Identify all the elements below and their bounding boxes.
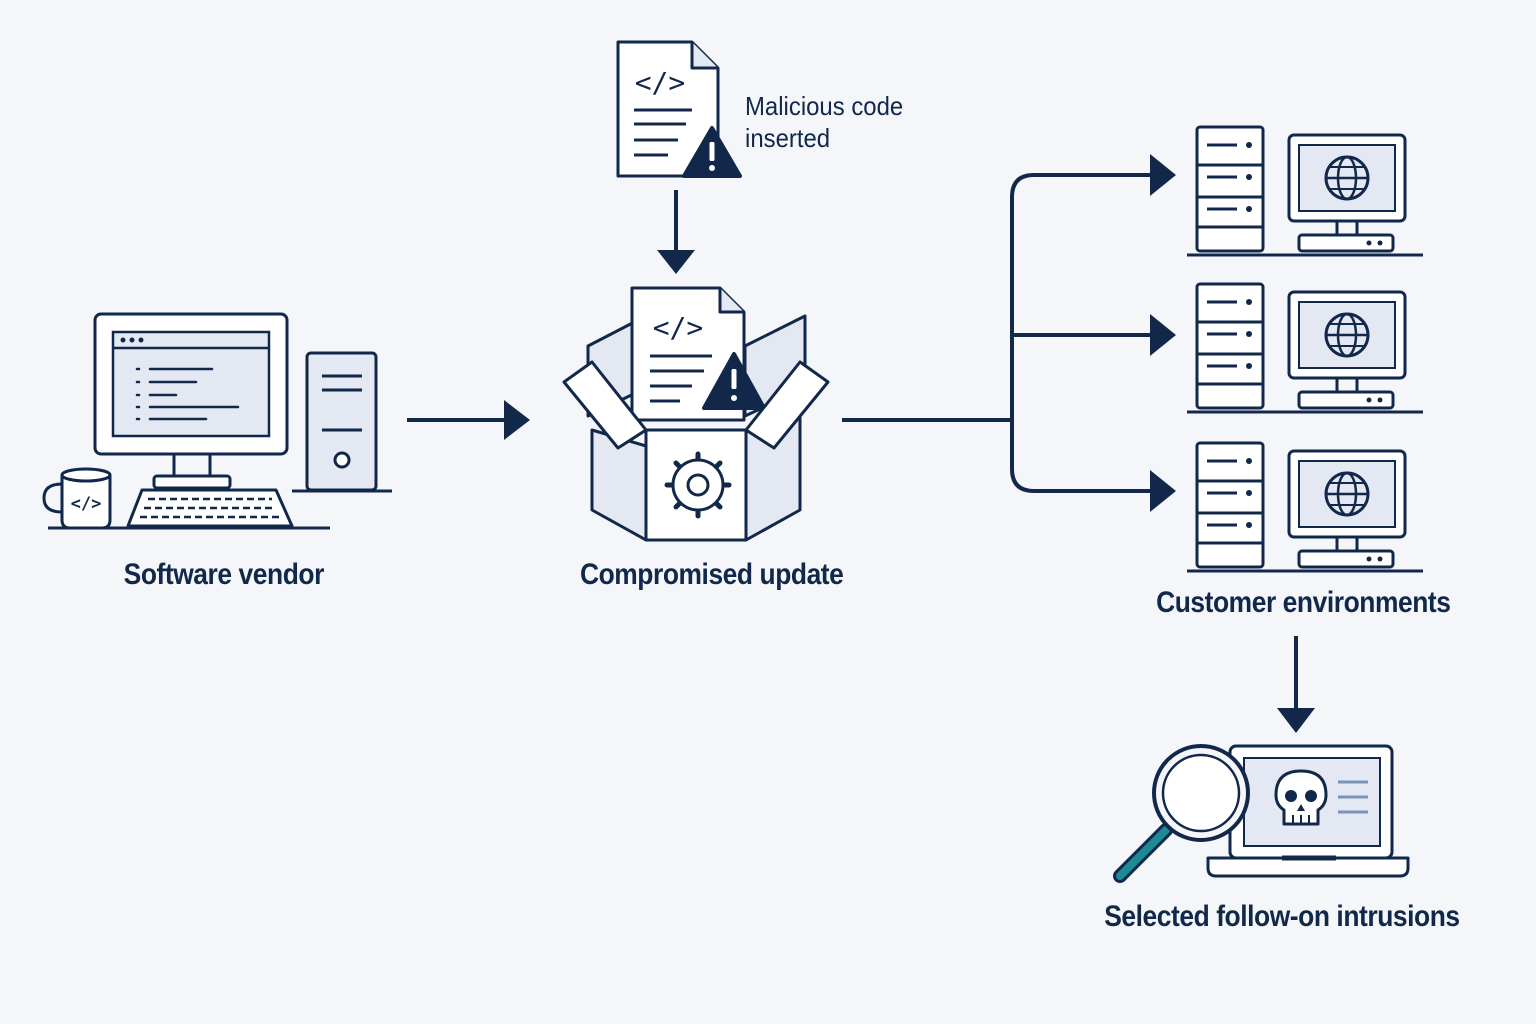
vendor-label: Software vendor <box>123 558 325 591</box>
malicious-note-line-2: inserted <box>745 123 831 153</box>
customers-label: Customer environments <box>1156 586 1451 619</box>
intrusion-laptop-icon <box>1113 744 1410 883</box>
update-package-icon: </> <box>562 286 830 542</box>
intrusions-label: Selected follow-on intrusions <box>1104 900 1460 933</box>
arrow-to-customer-2 <box>1150 314 1176 356</box>
svg-text:</>: </> <box>653 311 704 344</box>
malicious-code-file-icon: </> <box>616 40 742 178</box>
malicious-note: Malicious code inserted <box>745 90 903 154</box>
arrow-malicious-to-update <box>657 190 695 274</box>
svg-text:</>: </> <box>71 494 102 514</box>
vendor-workstation-icon: </> <box>42 312 392 530</box>
arrow-customers-to-intrusions <box>1277 636 1315 733</box>
distribution-connector <box>842 173 1152 493</box>
arrow-to-customer-3 <box>1150 470 1176 512</box>
customer-environment-icon <box>1185 125 1425 257</box>
customer-environment-icon <box>1185 282 1425 414</box>
arrow-vendor-to-update <box>407 400 530 440</box>
customer-environment-icon <box>1185 441 1425 573</box>
svg-text:</>: </> <box>635 66 686 99</box>
arrow-to-customer-1 <box>1150 154 1176 196</box>
malicious-note-line-1: Malicious code <box>745 91 904 121</box>
update-label: Compromised update <box>579 558 844 591</box>
